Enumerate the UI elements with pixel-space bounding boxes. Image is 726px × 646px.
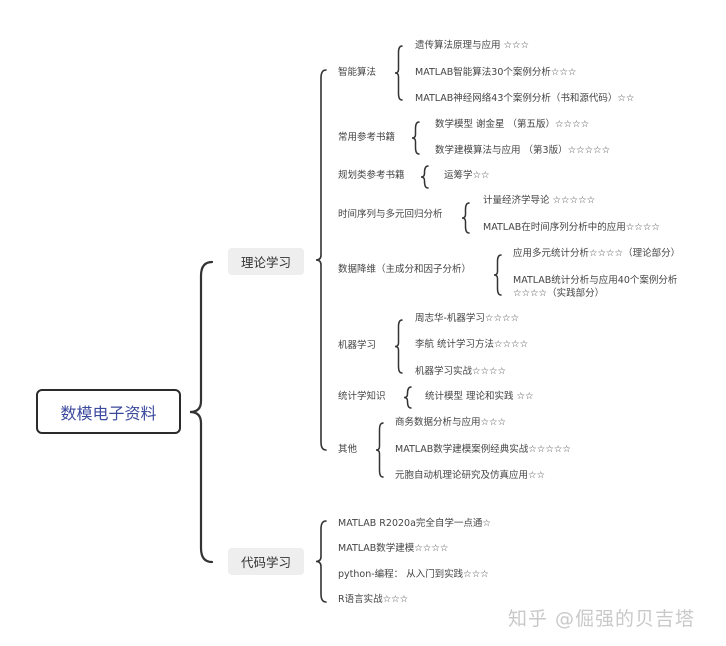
list-item[interactable]: R语言实战☆☆☆ xyxy=(338,594,409,605)
category-label[interactable]: 常用参考书籍 xyxy=(338,132,396,143)
list-item[interactable]: 机器学习实战☆☆☆☆ xyxy=(415,366,507,377)
watermark: 知乎 @倔强的贝吉塔 xyxy=(508,608,696,630)
list-item[interactable]: MATLAB统计分析与应用40个案例分析 xyxy=(513,275,678,286)
list-item[interactable]: 元胞自动机理论研究及仿真应用☆☆ xyxy=(395,470,546,481)
category-label[interactable]: 机器学习 xyxy=(338,340,377,351)
branch-code[interactable]: 代码学习 xyxy=(228,548,304,575)
curly-brace-connector xyxy=(420,165,429,189)
list-item[interactable]: 李航 统计学习方法☆☆☆☆ xyxy=(415,339,529,350)
list-item[interactable]: 数学建模算法与应用 （第3版）☆☆☆☆☆ xyxy=(435,145,611,156)
list-item[interactable]: 应用多元统计分析☆☆☆☆（理论部分） xyxy=(513,248,681,259)
list-item[interactable]: 商务数据分析与应用☆☆☆ xyxy=(395,417,507,428)
curly-brace-connector xyxy=(189,260,214,564)
curly-brace-connector xyxy=(394,45,403,101)
curly-brace-connector xyxy=(315,69,327,451)
list-item[interactable]: 统计模型 理论和实践 ☆☆ xyxy=(425,391,534,402)
list-item[interactable]: MATLAB数学建模案例经典实战☆☆☆☆☆ xyxy=(395,444,571,455)
list-item[interactable]: 计量经济学导论 ☆☆☆☆☆ xyxy=(483,195,596,206)
category-label[interactable]: 统计学知识 xyxy=(338,391,386,402)
list-item[interactable]: MATLAB在时间序列分析中的应用☆☆☆☆ xyxy=(483,222,660,233)
category-label[interactable]: 数据降维（主成分和因子分析） xyxy=(338,264,472,275)
curly-brace-connector xyxy=(403,386,412,409)
branch-theory[interactable]: 理论学习 xyxy=(228,248,304,275)
curly-brace-connector xyxy=(493,254,502,296)
curly-brace-connector xyxy=(411,121,420,155)
list-item[interactable]: MATLAB数学建模☆☆☆☆ xyxy=(338,543,449,554)
list-item-continued[interactable]: ☆☆☆☆（实践部分） xyxy=(513,288,605,299)
curly-brace-connector xyxy=(315,520,327,603)
category-label[interactable]: 规划类参考书籍 xyxy=(338,170,405,181)
list-item[interactable]: 数学模型 谢金星 （第五版）☆☆☆☆ xyxy=(435,119,590,130)
list-item[interactable]: MATLAB R2020a完全自学一点通☆ xyxy=(338,518,491,529)
list-item[interactable]: MATLAB神经网络43个案例分析（书和源代码）☆☆ xyxy=(415,93,635,104)
list-item[interactable]: 运筹学☆☆ xyxy=(444,170,490,181)
category-label[interactable]: 智能算法 xyxy=(338,67,377,78)
root-node[interactable]: 数模电子资料 xyxy=(36,389,181,434)
category-label[interactable]: 时间序列与多元回归分析 xyxy=(338,209,443,220)
curly-brace-connector xyxy=(394,319,403,374)
curly-brace-connector xyxy=(375,422,384,478)
list-item[interactable]: 遗传算法原理与应用 ☆☆☆ xyxy=(415,40,530,51)
list-item[interactable]: 周志华-机器学习☆☆☆☆ xyxy=(415,313,519,324)
list-item[interactable]: python-编程： 从入门到实践☆☆☆ xyxy=(338,569,489,580)
list-item[interactable]: MATLAB智能算法30个案例分析☆☆☆ xyxy=(415,67,577,78)
category-label[interactable]: 其他 xyxy=(338,444,358,455)
curly-brace-connector xyxy=(461,202,470,234)
